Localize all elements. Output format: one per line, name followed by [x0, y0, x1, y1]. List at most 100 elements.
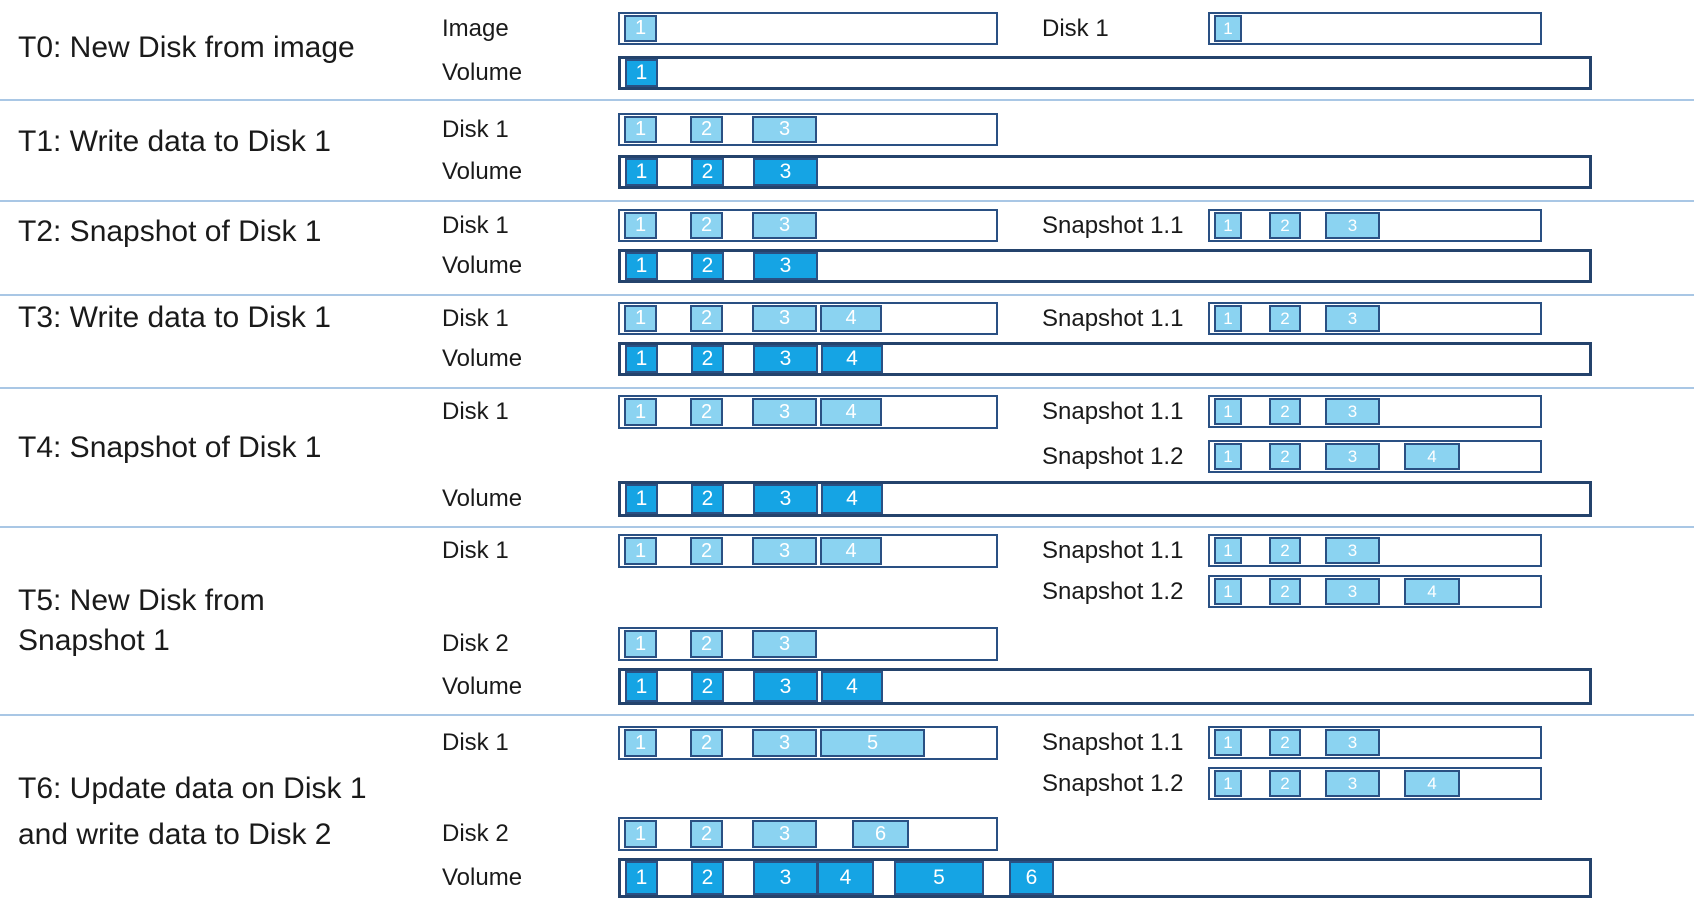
t2-title-line-1: T2: Snapshot of Disk 1 — [18, 215, 322, 248]
t3-snapshot-1-1-label: Snapshot 1.1 — [1042, 304, 1184, 332]
t2-snapshot-1-1-label: Snapshot 1.1 — [1042, 211, 1184, 239]
block-4: 4 — [820, 305, 882, 332]
block-2: 2 — [1269, 770, 1301, 797]
block-3: 3 — [752, 212, 817, 239]
block-2: 2 — [1269, 578, 1301, 605]
t0-volume-label: Volume — [442, 59, 523, 86]
row-divider-2 — [0, 200, 1694, 202]
block-2: 2 — [691, 158, 724, 186]
t3-disk-1-label: Disk 1 — [442, 304, 509, 332]
block-2: 2 — [690, 630, 723, 658]
block-1: 1 — [624, 820, 657, 848]
block-3: 3 — [752, 537, 817, 565]
block-1: 1 — [625, 252, 658, 280]
block-4: 4 — [820, 537, 882, 565]
t6-disk-1-label: Disk 1 — [442, 729, 509, 756]
block-3: 3 — [752, 630, 817, 658]
t2-disk-1-label: Disk 1 — [442, 211, 509, 239]
t4-disk-1-label: Disk 1 — [442, 398, 509, 425]
block-1: 1 — [624, 212, 657, 239]
block-3: 3 — [752, 116, 817, 143]
block-3: 3 — [752, 820, 817, 848]
block-2: 2 — [690, 820, 723, 848]
t5-title-line-1: T5: New Disk from — [18, 584, 265, 617]
t6-snapshot-1-1-label: Snapshot 1.1 — [1042, 728, 1184, 756]
t5-snapshot-1-1-label: Snapshot 1.1 — [1042, 536, 1184, 564]
t6-disk-2-label: Disk 2 — [442, 820, 509, 847]
block-3: 3 — [753, 671, 818, 702]
t6-snapshot-1-2-label: Snapshot 1.2 — [1042, 769, 1184, 797]
block-1: 1 — [1214, 770, 1242, 797]
block-3: 3 — [753, 484, 818, 514]
block-3: 3 — [1325, 212, 1380, 239]
block-1: 1 — [1214, 537, 1242, 564]
block-1: 1 — [1214, 578, 1242, 605]
t3-title-line-1: T3: Write data to Disk 1 — [18, 301, 331, 334]
block-1: 1 — [625, 484, 658, 514]
block-4: 4 — [817, 861, 874, 895]
t5-disk-2-label: Disk 2 — [442, 630, 509, 657]
block-2: 2 — [690, 305, 723, 332]
block-1: 1 — [624, 398, 657, 426]
t4-snapshot-1-1-label: Snapshot 1.1 — [1042, 397, 1184, 425]
block-2: 2 — [690, 398, 723, 426]
row-divider-4 — [0, 387, 1694, 389]
t5-disk-1-label: Disk 1 — [442, 537, 509, 564]
t3-volume-label: Volume — [442, 345, 523, 372]
block-2: 2 — [1269, 729, 1301, 756]
block-2: 2 — [1269, 537, 1301, 564]
block-3: 3 — [752, 729, 817, 757]
block-3: 3 — [1325, 578, 1380, 605]
block-1: 1 — [624, 15, 657, 42]
block-1: 1 — [625, 671, 658, 702]
t1-disk-1-label: Disk 1 — [442, 115, 509, 143]
block-1: 1 — [1214, 398, 1242, 425]
t2-volume-bar: 1 2 3 — [618, 249, 1592, 283]
block-3: 3 — [1325, 398, 1380, 425]
block-4: 4 — [821, 345, 883, 373]
t1-volume-label: Volume — [442, 158, 523, 185]
block-3: 3 — [752, 305, 817, 332]
block-4: 4 — [1404, 770, 1460, 797]
t4-snapshot-1-2-label: Snapshot 1.2 — [1042, 442, 1184, 470]
block-5: 5 — [820, 729, 925, 757]
block-4: 4 — [1404, 443, 1460, 470]
block-1: 1 — [624, 116, 657, 143]
t4-title-line-1: T4: Snapshot of Disk 1 — [18, 431, 322, 464]
block-2: 2 — [691, 252, 724, 280]
t2-volume-label: Volume — [442, 252, 523, 279]
block-3: 3 — [1325, 305, 1380, 332]
block-2: 2 — [690, 116, 723, 143]
block-2: 2 — [1269, 398, 1301, 425]
t4-volume-label: Volume — [442, 485, 523, 512]
block-2: 2 — [1269, 212, 1301, 239]
row-divider-1 — [0, 99, 1694, 101]
block-4: 4 — [1404, 578, 1460, 605]
block-2: 2 — [690, 537, 723, 565]
block-4: 4 — [821, 484, 883, 514]
t1-disk-1-bar: 1 2 3 — [618, 113, 998, 146]
block-2: 2 — [691, 484, 724, 514]
block-1: 1 — [625, 345, 658, 373]
row-divider-5 — [0, 526, 1694, 528]
block-2: 2 — [1269, 305, 1301, 332]
block-1: 1 — [625, 861, 658, 895]
block-3: 3 — [753, 252, 818, 280]
block-1: 1 — [624, 630, 657, 658]
